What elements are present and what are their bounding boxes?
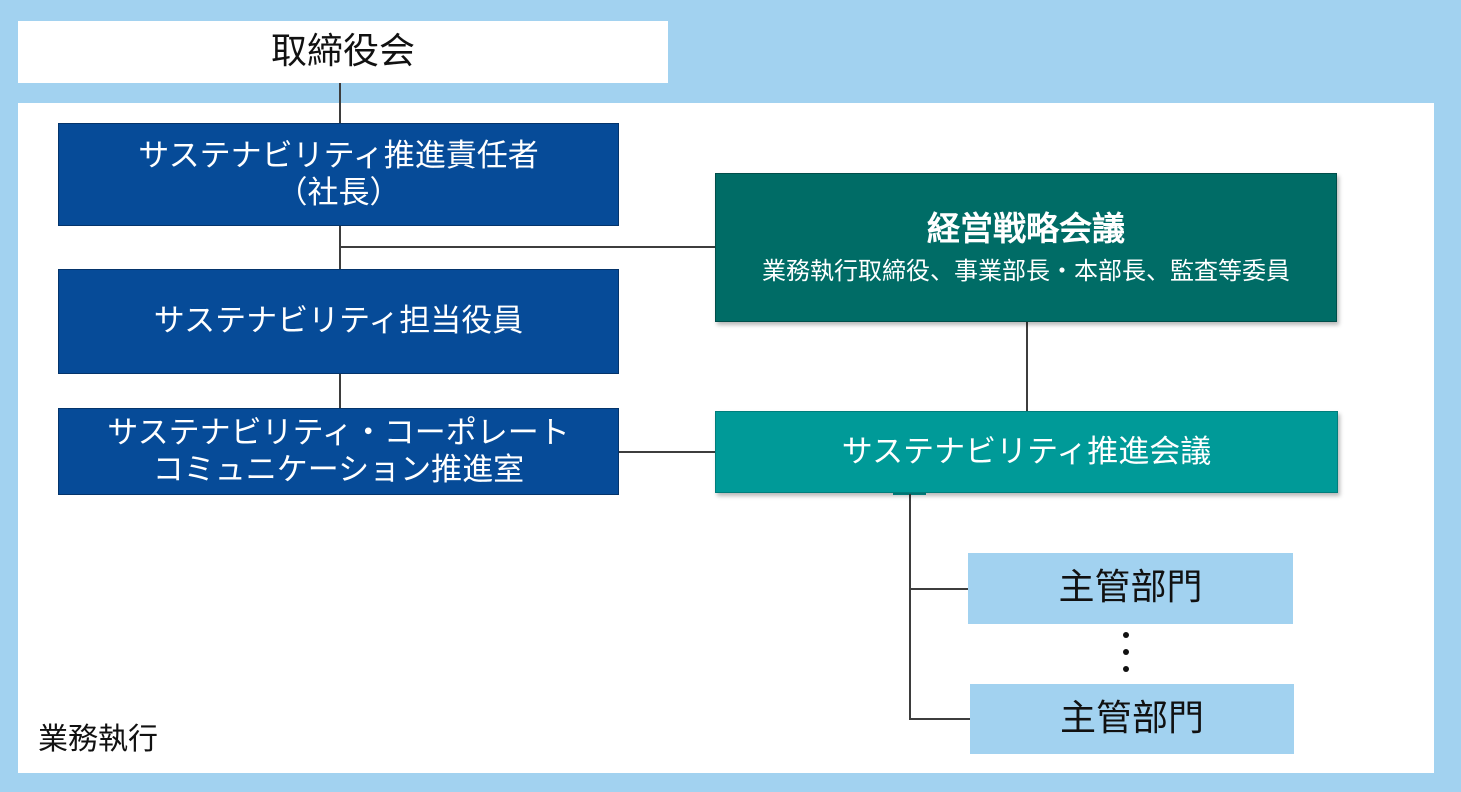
connector-board-to-officer	[339, 83, 341, 123]
connector-officer-to-strategy-meeting	[340, 246, 716, 248]
executive-in-charge-box: サステナビリティ担当役員	[58, 269, 619, 374]
department-label: 主管部門	[1058, 567, 1203, 609]
strategy-meeting-members: 業務執行取締役、事業部長・本部長、監査等委員	[762, 256, 1290, 285]
connector-to-department-1	[909, 588, 969, 590]
board-of-directors-box: 取締役会	[18, 21, 668, 83]
promotion-officer-label: サステナビリティ推進責任者	[138, 137, 539, 174]
connector-executive-to-office	[339, 373, 341, 408]
corporate-office-label-line2: コミュニケーション推進室	[152, 451, 525, 488]
department-box: 主管部門	[970, 684, 1294, 754]
connector-office-to-promotion-meeting	[619, 451, 716, 453]
ellipsis-dot	[1123, 666, 1129, 672]
ellipsis-dots	[1119, 632, 1133, 672]
department-label: 主管部門	[1059, 697, 1204, 739]
connector-promotion-meeting-tab	[893, 492, 926, 495]
executive-in-charge-label: サステナビリティ担当役員	[153, 303, 524, 340]
promotion-officer-box: サステナビリティ推進責任者 （社長）	[58, 123, 619, 226]
ellipsis-dot	[1123, 649, 1129, 655]
strategy-meeting-title: 経営戦略会議	[927, 208, 1125, 248]
connector-to-department-2	[909, 718, 971, 720]
connector-strategy-to-promotion-meeting	[1026, 322, 1028, 412]
business-execution-label: 業務執行	[38, 722, 158, 757]
connector-department-trunk	[909, 494, 911, 719]
promotion-meeting-label: サステナビリティ推進会議	[841, 433, 1212, 470]
promotion-meeting-box: サステナビリティ推進会議	[715, 411, 1338, 493]
promotion-officer-role: （社長）	[276, 174, 401, 211]
corporate-office-box: サステナビリティ・コーポレート コミュニケーション推進室	[58, 408, 619, 495]
ellipsis-dot	[1123, 632, 1129, 638]
department-box: 主管部門	[968, 553, 1293, 624]
corporate-office-label-line1: サステナビリティ・コーポレート	[107, 414, 570, 451]
board-of-directors-label: 取締役会	[270, 30, 415, 72]
strategy-meeting-box: 経営戦略会議 業務執行取締役、事業部長・本部長、監査等委員	[715, 173, 1337, 322]
